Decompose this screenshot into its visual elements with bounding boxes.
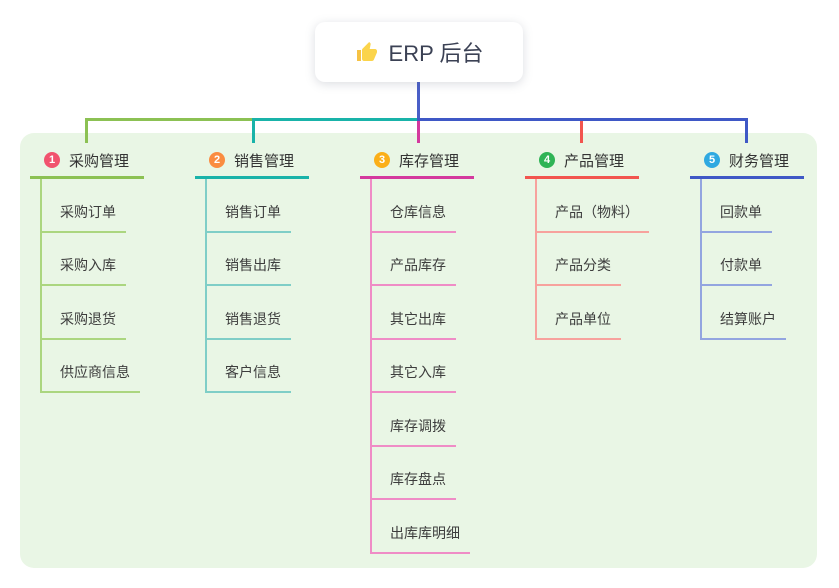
branch-title-finance[interactable]: 5 财务管理 [690, 147, 804, 179]
branch-children: 采购订单 采购入库 采购退货 供应商信息 [40, 179, 190, 393]
drop-line-purchase [85, 118, 88, 143]
child-label: 其它入库 [372, 362, 456, 393]
child-label: 采购订单 [42, 202, 126, 233]
child-node[interactable]: 采购订单 [42, 179, 190, 233]
drop-line-product [580, 121, 583, 143]
child-label: 产品库存 [372, 255, 456, 286]
child-node[interactable]: 销售订单 [207, 179, 355, 233]
child-node[interactable]: 供应商信息 [42, 340, 190, 393]
branch-inventory: 3 库存管理 仓库信息 产品库存 其它出库 其它入库 库存调拨 库存盘点 出库库… [360, 147, 520, 554]
branch-finance: 5 财务管理 回款单 付款单 结算账户 [690, 147, 839, 340]
branch-product: 4 产品管理 产品（物料） 产品分类 产品单位 [525, 147, 685, 340]
bus-line-finance [417, 118, 748, 121]
child-label: 销售出库 [207, 255, 291, 286]
child-label: 销售订单 [207, 202, 291, 233]
branch-label: 采购管理 [69, 152, 130, 170]
child-label: 仓库信息 [372, 202, 456, 233]
branch-number-badge: 1 [44, 152, 60, 168]
branch-title-inventory[interactable]: 3 库存管理 [360, 147, 474, 179]
child-node[interactable]: 结算账户 [702, 286, 839, 340]
child-label: 产品单位 [537, 309, 621, 340]
child-label: 产品分类 [537, 255, 621, 286]
branch-label: 产品管理 [564, 152, 625, 170]
child-label: 采购入库 [42, 255, 126, 286]
branch-number-badge: 2 [209, 152, 225, 168]
child-node[interactable]: 回款单 [702, 179, 839, 233]
root-node[interactable]: ERP 后台 [315, 22, 523, 82]
branch-children: 销售订单 销售出库 销售退货 客户信息 [205, 179, 355, 393]
child-label: 库存盘点 [372, 469, 456, 500]
child-node[interactable]: 产品（物料） [537, 179, 685, 233]
child-node[interactable]: 其它出库 [372, 286, 520, 340]
child-label: 采购退货 [42, 309, 126, 340]
drop-line-finance [745, 118, 748, 143]
child-node[interactable]: 销售出库 [207, 233, 355, 286]
branch-label: 库存管理 [399, 152, 460, 170]
child-label: 销售退货 [207, 309, 291, 340]
child-label: 库存调拨 [372, 416, 456, 447]
branch-title-sales[interactable]: 2 销售管理 [195, 147, 309, 179]
branch-children: 产品（物料） 产品分类 产品单位 [535, 179, 685, 340]
branch-children: 回款单 付款单 结算账户 [700, 179, 839, 340]
branch-number-badge: 4 [539, 152, 555, 168]
child-label: 供应商信息 [42, 362, 140, 393]
branch-purchase: 1 采购管理 采购订单 采购入库 采购退货 供应商信息 [30, 147, 190, 393]
root-node-label: ERP 后台 [388, 41, 484, 66]
child-node[interactable]: 产品单位 [537, 286, 685, 340]
child-node[interactable]: 其它入库 [372, 340, 520, 393]
branch-label: 财务管理 [729, 152, 790, 170]
thumbs-up-icon [356, 42, 377, 61]
branch-sales: 2 销售管理 销售订单 销售出库 销售退货 客户信息 [195, 147, 355, 393]
child-label: 回款单 [702, 202, 772, 233]
child-label: 产品（物料） [537, 202, 649, 233]
child-label: 出库库明细 [372, 523, 470, 554]
drop-line-inventory [417, 121, 420, 143]
child-node[interactable]: 库存盘点 [372, 447, 520, 500]
branch-number-badge: 5 [704, 152, 720, 168]
branch-title-product[interactable]: 4 产品管理 [525, 147, 639, 179]
bus-line-purchase [85, 118, 252, 121]
child-node[interactable]: 产品分类 [537, 233, 685, 286]
branch-label: 销售管理 [234, 152, 295, 170]
drop-line-sales [251, 118, 255, 143]
branch-children: 仓库信息 产品库存 其它出库 其它入库 库存调拨 库存盘点 出库库明细 [370, 179, 520, 554]
child-label: 付款单 [702, 255, 772, 286]
child-node[interactable]: 客户信息 [207, 340, 355, 393]
root-connector-line [417, 82, 420, 121]
child-node[interactable]: 采购退货 [42, 286, 190, 340]
child-node[interactable]: 付款单 [702, 233, 839, 286]
child-node[interactable]: 销售退货 [207, 286, 355, 340]
child-label: 结算账户 [702, 309, 786, 340]
child-node[interactable]: 仓库信息 [372, 179, 520, 233]
branch-number-badge: 3 [374, 152, 390, 168]
child-label: 客户信息 [207, 362, 291, 393]
child-label: 其它出库 [372, 309, 456, 340]
child-node[interactable]: 采购入库 [42, 233, 190, 286]
child-node[interactable]: 库存调拨 [372, 393, 520, 447]
child-node[interactable]: 出库库明细 [372, 500, 520, 554]
child-node[interactable]: 产品库存 [372, 233, 520, 286]
branch-title-purchase[interactable]: 1 采购管理 [30, 147, 144, 179]
bus-line-sales [251, 118, 417, 121]
canvas-panel [20, 133, 817, 568]
